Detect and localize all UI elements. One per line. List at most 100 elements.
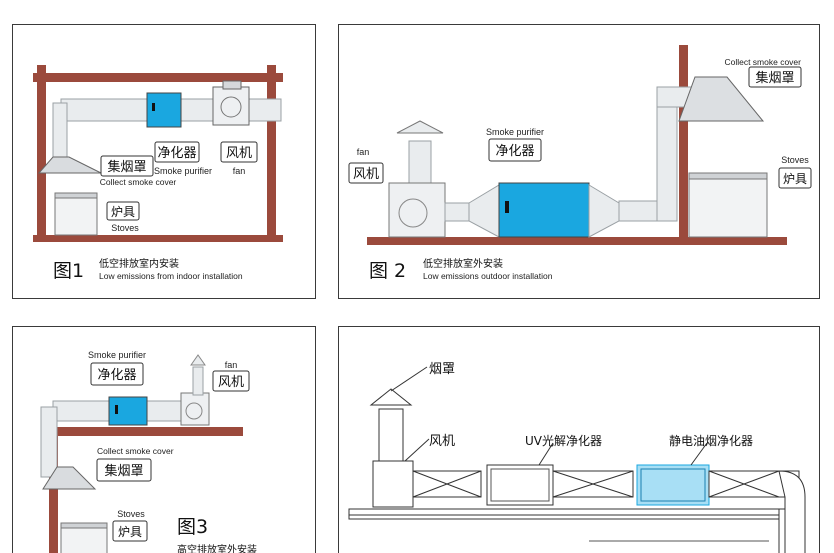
fig4-fan-label: 风机: [429, 434, 455, 449]
fig1-left-wall: [37, 65, 46, 241]
fig2-purifier-en: Smoke purifier: [486, 127, 544, 137]
fig3-stove-top: [60, 522, 108, 529]
fig1-right-wall: [267, 65, 276, 241]
fig3-stove-en: Stoves: [117, 509, 145, 519]
fig2-caption-en: Low emissions outdoor installation: [423, 271, 553, 281]
fig2-floor: [367, 237, 787, 245]
fig2-purifier-label: 净化器: [495, 144, 534, 159]
fig4-uv-inner: [490, 468, 550, 502]
fig1-caption-en: Low emissions from indoor installation: [99, 271, 243, 281]
fig3-hood: [42, 466, 97, 490]
fig3-fan-wheel: [185, 402, 203, 420]
fig3-fan-label-box: [212, 370, 250, 392]
figure-4-panel: 烟罩 风机 UV光解净化器 静电油烟净化器: [338, 326, 820, 553]
fig1-fan-label: 风机: [226, 146, 252, 161]
fig2-stove-label-box: [778, 167, 812, 189]
fig3-purifier-label-box: [90, 362, 144, 386]
fig2-hood: [678, 76, 765, 122]
fig2-fan-label-box: [348, 162, 384, 184]
fig2-hood-label-box: [748, 66, 802, 88]
fig2-stove-label: 炉具: [783, 172, 807, 186]
fig3-fan-label: 风机: [218, 375, 244, 390]
fig2-wall: [679, 45, 688, 241]
fig2-purifier-box: [498, 182, 590, 238]
fig3-fan-arrow: [190, 354, 206, 366]
fig1-purifier-label-box: [154, 141, 200, 163]
fig4-fan-box: [372, 460, 414, 508]
fig2-caption-cn: 低空排放室外安装: [423, 257, 503, 270]
fig2-hood-en: Collect smoke cover: [724, 57, 801, 67]
fig3-duct-down: [40, 406, 58, 478]
fig2-stove-top: [688, 172, 768, 180]
fig3-purifier-handle: [115, 405, 118, 414]
fig4-esp-box: [636, 464, 710, 506]
fig2-hood-label: 集烟罩: [755, 70, 794, 86]
fig4-esp-inner: [640, 468, 706, 502]
fig3-fan-stack: [192, 366, 204, 396]
fig2-fan-en: fan: [357, 147, 370, 157]
fig2-fan-wheel: [398, 198, 428, 228]
fig4-fan-leader: [404, 438, 430, 462]
fig2-caption-number: 图 2: [369, 260, 406, 282]
fig4-duct-elbow: [778, 470, 806, 553]
fig1-caption-number: 图1: [53, 260, 84, 282]
fig1-roof-wall: [33, 73, 283, 82]
fig4-slab: [348, 508, 800, 520]
fig4-esp-label: 静电油烟净化器: [669, 434, 753, 448]
fig3-purifier-label: 净化器: [97, 368, 136, 383]
fig1-stove: [54, 196, 98, 236]
fig2-duct-up: [656, 92, 678, 222]
fig1-fan-top: [222, 80, 242, 90]
fig4-duct-2-x2: [552, 470, 634, 498]
fig1-duct-down: [52, 102, 68, 164]
fig1-hood-label: 集烟罩: [107, 159, 146, 175]
fig3-stove-label-box: [112, 520, 148, 542]
fig1-hood-en: Collect smoke cover: [100, 177, 177, 187]
fig3-purifier-en: Smoke purifier: [88, 350, 146, 360]
fig2-duct-taper-left: [468, 184, 500, 238]
figure-3-panel: Smoke purifier 净化器 fan 风机 Collect smoke …: [12, 326, 316, 553]
fig4-duct-1-x2: [412, 470, 482, 498]
fig3-fan-en: fan: [225, 360, 238, 370]
fig4-esp-leader: [690, 442, 708, 466]
figure-2-panel: Collect smoke cover 集烟罩 Smoke purifier 净…: [338, 24, 820, 299]
fig1-hood-label-box: [100, 155, 154, 177]
fig1-purifier-handle: [152, 103, 155, 111]
fig4-duct-3-x2: [708, 470, 780, 498]
fig3-hood-label-box: [96, 458, 152, 482]
fig2-duct-taper-right: [588, 184, 620, 238]
fig2-stove: [688, 176, 768, 238]
fig1-fan-wheel: [220, 96, 242, 118]
fig2-chimney-cap: [396, 120, 444, 134]
fig1-caption-cn: 低空排放室内安装: [99, 257, 179, 270]
fig4-hood-leader: [390, 366, 428, 392]
fig2-fan-label: 风机: [353, 167, 379, 182]
fig2-duct-2: [618, 200, 660, 222]
fig3-fan-box: [180, 392, 210, 426]
figure-2-diagram: Collect smoke cover 集烟罩 Smoke purifier 净…: [348, 45, 812, 282]
fig4-uv-leader: [538, 442, 554, 466]
figure-1-panel: 净化器 Smoke purifier 风机 fan 集烟罩 Collect sm…: [12, 24, 316, 299]
fig1-stove-label-box: [106, 201, 140, 221]
fig1-fan-label-box: [220, 141, 258, 163]
figure-3-diagram: Smoke purifier 净化器 fan 风机 Collect smoke …: [40, 350, 257, 553]
fig3-stove: [60, 526, 108, 553]
fig1-stove-label: 炉具: [111, 205, 135, 219]
fig1-stove-top: [54, 192, 98, 199]
fig4-uv-box: [486, 464, 554, 506]
fig2-purifier-handle: [505, 201, 509, 213]
fig3-hood-label: 集烟罩: [104, 463, 143, 479]
fig3-caption-number: 图3: [177, 516, 208, 538]
fig4-uv-label: UV光解净化器: [525, 434, 602, 448]
fig4-chimney: [378, 408, 404, 462]
fig4-hood-label: 烟罩: [429, 362, 455, 377]
figure-1-diagram: 净化器 Smoke purifier 风机 fan 集烟罩 Collect sm…: [33, 65, 283, 282]
fig2-purifier-label-box: [488, 138, 542, 162]
figure-4-diagram: 烟罩 风机 UV光解净化器 静电油烟净化器: [348, 362, 806, 553]
fig1-hood: [37, 156, 102, 174]
fig1-purifier-label: 净化器: [157, 146, 196, 161]
fig1-purifier-en: Smoke purifier: [154, 166, 212, 176]
fig3-stove-label: 炉具: [118, 525, 142, 539]
fig4-hood-cap: [369, 388, 413, 406]
fig3-roof: [49, 427, 243, 436]
